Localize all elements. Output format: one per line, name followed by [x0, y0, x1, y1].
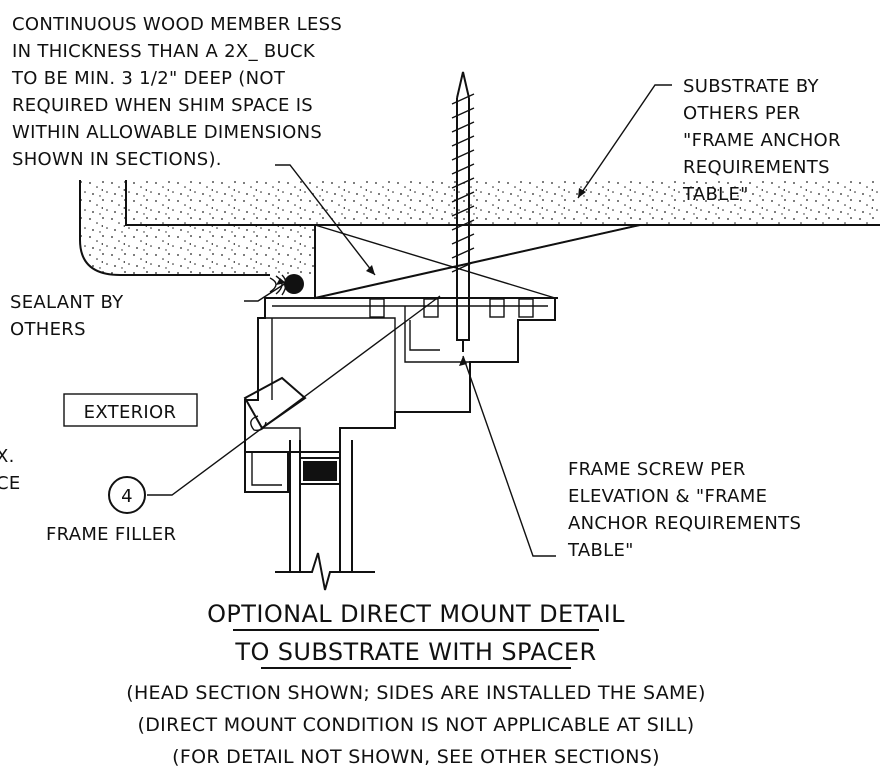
subnote-2: (DIRECT MOUNT CONDITION IS NOT APPLICABL…: [138, 714, 695, 736]
frame-screw-line-3: ANCHOR REQUIREMENTS: [568, 513, 801, 534]
wood-member-note: CONTINUOUS WOOD MEMBER LESS IN THICKNESS…: [11, 14, 342, 170]
subnotes: (HEAD SECTION SHOWN; SIDES ARE INSTALLED…: [126, 682, 706, 768]
sealant-line-1: SEALANT BY: [10, 292, 124, 313]
wood-member-line-6: SHOWN IN SECTIONS).: [12, 149, 222, 170]
frame-screw-line-2: ELEVATION & "FRAME: [568, 486, 767, 507]
substrate-line-5: TABLE": [682, 184, 749, 205]
left-cropped-note: X. CE: [0, 446, 21, 494]
left-fragment-line-2: CE: [0, 473, 21, 494]
wood-member-line-4: REQUIRED WHEN SHIM SPACE IS: [12, 95, 313, 116]
filler-tag-number: 4: [121, 486, 133, 507]
exterior-label: EXTERIOR: [63, 393, 198, 427]
exterior-text: EXTERIOR: [84, 402, 177, 423]
leader-lines: [147, 84, 672, 557]
title-line-2: TO SUBSTRATE WITH SPACER: [234, 638, 596, 666]
sealant-note: SEALANT BY OTHERS: [10, 292, 124, 340]
frame-screw-line-1: FRAME SCREW PER: [568, 459, 746, 480]
subnote-3: (FOR DETAIL NOT SHOWN, SEE OTHER SECTION…: [172, 746, 660, 768]
frame-screw: [451, 71, 475, 352]
substrate-line-2: OTHERS PER: [683, 103, 800, 124]
wood-member-line-3: TO BE MIN. 3 1/2" DEEP (NOT: [11, 68, 286, 89]
substrate-note: SUBSTRATE BY OTHERS PER "FRAME ANCHOR RE…: [682, 76, 841, 205]
substrate-line-4: REQUIREMENTS: [683, 157, 830, 178]
sash-glass: [244, 440, 375, 591]
frame-screw-note: FRAME SCREW PER ELEVATION & "FRAME ANCHO…: [567, 459, 801, 561]
sealant-bead: [269, 274, 304, 296]
frame-screw-line-4: TABLE": [567, 540, 634, 561]
detail-title: OPTIONAL DIRECT MOUNT DETAIL TO SUBSTRAT…: [207, 600, 625, 669]
wood-member-line-2: IN THICKNESS THAN A 2X_ BUCK: [12, 41, 316, 62]
subnote-1: (HEAD SECTION SHOWN; SIDES ARE INSTALLED…: [126, 682, 706, 704]
title-line-1: OPTIONAL DIRECT MOUNT DETAIL: [207, 600, 625, 628]
sealant-line-2: OTHERS: [10, 319, 86, 340]
wood-member-line-1: CONTINUOUS WOOD MEMBER LESS: [12, 14, 342, 35]
frame-filler-tag: 4: [108, 476, 146, 514]
frame-filler-text: FRAME FILLER: [46, 524, 176, 545]
substrate-line-3: "FRAME ANCHOR: [683, 130, 841, 151]
left-fragment-line-1: X.: [0, 446, 15, 467]
wood-member-line-5: WITHIN ALLOWABLE DIMENSIONS: [12, 122, 322, 143]
substrate-concrete: [79, 180, 880, 276]
window-frame-profile: [243, 297, 556, 453]
substrate-line-1: SUBSTRATE BY: [683, 76, 820, 97]
